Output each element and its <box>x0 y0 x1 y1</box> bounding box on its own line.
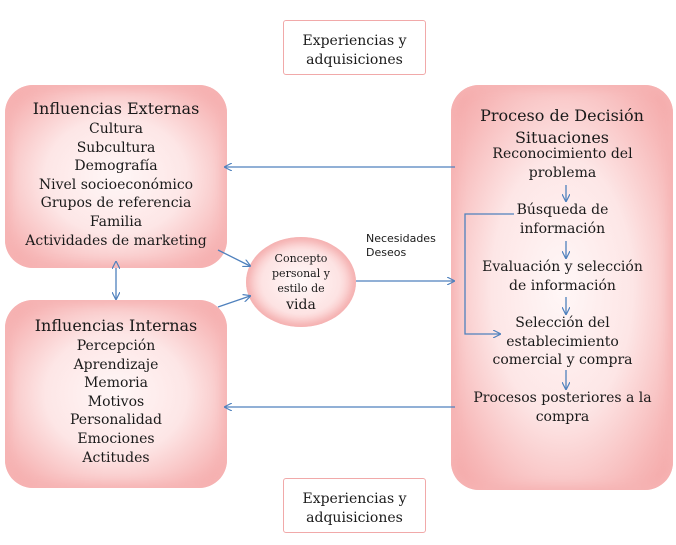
experiences-top-line2: adquisiciones <box>306 51 403 68</box>
external-item: Nivel socioeconómico <box>38 176 194 193</box>
internal-influences-box: Influencias Internas Percepción Aprendiz… <box>5 300 227 488</box>
decision-step-post-purchase: Procesos posteriores a la compra <box>460 389 665 426</box>
step-line: compra <box>535 408 590 425</box>
decision-subtitle: Situaciones <box>514 128 610 147</box>
step-line: Reconocimiento del <box>492 146 633 162</box>
lifestyle-concept-node: Concepto personal y estilo de vida <box>246 237 356 327</box>
external-item: Grupos de referencia <box>40 195 192 212</box>
internal-item: Emociones <box>77 430 155 447</box>
external-item: Subcultura <box>76 139 156 156</box>
needs-line2: Deseos <box>366 246 407 259</box>
step-line: información <box>519 220 606 237</box>
decision-step-recognition: Reconocimiento del problema <box>460 145 665 182</box>
internal-item: Actitudes <box>82 449 150 466</box>
center-line3: estilo de <box>277 282 325 295</box>
decision-process-box: Proceso de Decisión Situaciones <box>451 85 673 490</box>
needs-label: Necesidades Deseos <box>366 232 436 260</box>
center-line2: personal y <box>272 267 330 280</box>
step-line: comercial y compra <box>492 352 633 369</box>
experiences-top-line1: Experiencias y <box>302 33 407 49</box>
internal-item: Percepción <box>76 338 156 354</box>
external-item: Actividades de marketing <box>25 232 207 249</box>
internal-item: Motivos <box>87 393 145 410</box>
center-line4: vida <box>286 297 316 313</box>
internal-item: Memoria <box>84 375 148 392</box>
arrow-search-to-selection <box>464 213 514 334</box>
external-influences-box: Influencias Externas Cultura Subcultura … <box>5 85 227 268</box>
experiences-bottom-line1: Experiencias y <box>302 491 407 507</box>
decision-step-search: Búsqueda de información <box>460 201 665 238</box>
external-item: Cultura <box>89 121 143 137</box>
external-title: Influencias Externas <box>32 99 200 118</box>
needs-line1: Necesidades <box>366 232 436 245</box>
internal-title: Influencias Internas <box>34 316 198 335</box>
decision-title: Proceso de Decisión <box>480 106 644 125</box>
step-line: Selección del <box>515 315 610 331</box>
decision-step-selection: Selección del establecimiento comercial … <box>460 314 665 370</box>
step-line: establecimiento <box>506 333 619 350</box>
experiences-bottom-line2: adquisiciones <box>306 509 403 526</box>
internal-item: Aprendizaje <box>73 356 159 373</box>
step-line: Procesos posteriores a la <box>473 390 652 406</box>
step-line: problema <box>528 164 597 181</box>
decision-step-evaluation: Evaluación y selección de información <box>460 258 665 295</box>
experiences-box-bottom: Experiencias y adquisiciones <box>283 478 426 533</box>
external-item: Familia <box>89 213 143 230</box>
external-item: Demografía <box>74 158 158 175</box>
experiences-box-top: Experiencias y adquisiciones <box>283 20 426 75</box>
step-line: Búsqueda de <box>516 202 609 218</box>
arrow-internal-to-center <box>217 296 250 308</box>
center-line1: Concepto <box>274 252 328 265</box>
internal-item: Personalidad <box>70 412 162 429</box>
step-line: de información <box>509 277 616 294</box>
arrow-external-to-center <box>217 249 250 266</box>
step-line: Evaluación y selección <box>482 259 643 275</box>
